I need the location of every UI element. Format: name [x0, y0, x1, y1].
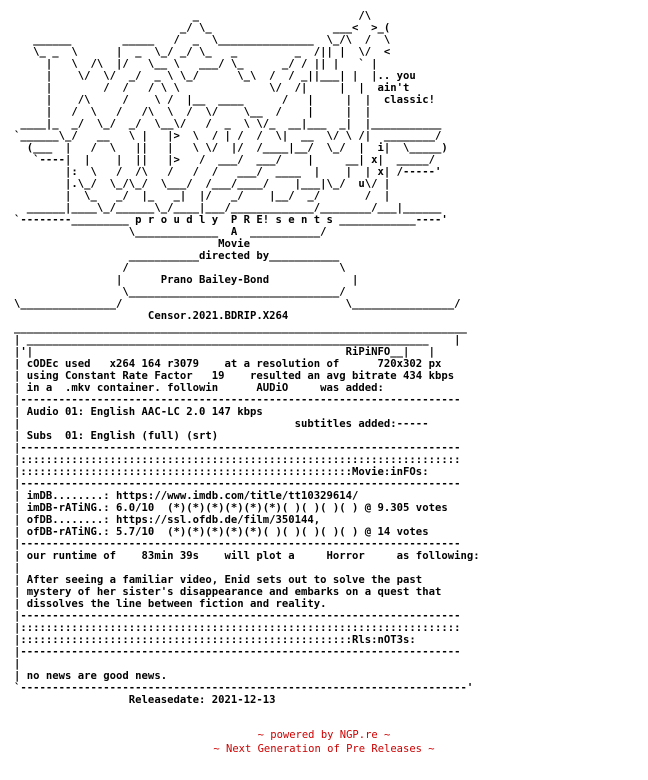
nfo-line: | ______________________________________…	[14, 334, 461, 346]
powered-by-line: ~ powered by NGP.re ~	[257, 729, 391, 741]
nfo-line: \_____________ A ___________/	[14, 226, 327, 238]
nfo-line: | / \ / /\ \ / \/ \__ / | | |	[14, 106, 372, 118]
nfo-line: ______ _____ / _ \_______________ \_/\ /…	[14, 34, 391, 46]
nfo-line: | ofDB-rATiNG.: 5.7/10 (*)(*)(*)(*)(*)( …	[14, 526, 429, 538]
nfo-line: | subtitles added:-----	[14, 418, 429, 430]
tagline-line: ~ Next Generation of Pre Releases ~	[213, 743, 435, 755]
nfo-line: | our runtime of 83min 39s will plot a H…	[14, 550, 480, 562]
nfo-line: `---------------------------------------…	[14, 682, 474, 694]
nfo-line: |:::::::::::::::::::::::::::::::::::::::…	[14, 466, 429, 478]
nfo-line: | / / / \ \ \/ /| | | ain't	[14, 82, 410, 94]
nfo-line: |	[14, 658, 21, 670]
nfo-line: | \/ \/ _/ _ \ \_/ \_\ / / _||___| | |..…	[14, 70, 416, 82]
nfo-line: | After seeing a familiar video, Enid se…	[14, 574, 423, 586]
nfo-line: | ofDB........: https://ssl.ofdb.de/film…	[14, 514, 321, 526]
nfo-line: |---------------------------------------…	[14, 538, 461, 550]
nfo-line: | cODEc used x264 164 r3079 at a resolut…	[14, 358, 442, 370]
nfo-line: `--------_________ p r o u d l y P R E! …	[14, 214, 448, 226]
nfo-line: | imDB-rATiNG.: 6.0/10 (*)(*)(*)(*)(*)(*…	[14, 502, 448, 514]
nfo-line: |'| RiPiNFO__| |	[14, 346, 435, 358]
nfo-line: Movie	[14, 238, 250, 250]
footer: ~ powered by NGP.re ~ ~ Next Generation …	[0, 728, 648, 756]
nfo-line: |.\_/ \_/\_/ \___/ /___/____/ |___|\_/ u…	[14, 178, 391, 190]
nfo-line: _/ \_ ___< >_(	[14, 22, 391, 34]
nfo-line: |---------------------------------------…	[14, 394, 461, 406]
nfo-line: | \ /\ |/ \__ \ ___/ \_ _/ / || | ` |	[14, 58, 378, 70]
nfo-line: | no news are good news.	[14, 670, 168, 682]
nfo-line: | Subs 01: English (full) (srt)	[14, 430, 219, 442]
nfo-line: |:::::::::::::::::::::::::::::::::::::::…	[14, 634, 416, 646]
nfo-line: |---------------------------------------…	[14, 478, 461, 490]
nfo-line: Censor.2021.BDRIP.X264	[14, 310, 289, 322]
nfo-line: | /\ / \ / |__ ____ / | | | classic!	[14, 94, 435, 106]
nfo-line: |---------------------------------------…	[14, 442, 461, 454]
nfo-line: ______|____\_/______\_/____|___/________…	[14, 202, 442, 214]
nfo-line: \_________________________________/	[14, 286, 346, 298]
nfo-line: | in a .mkv container. followin AUDiO wa…	[14, 382, 384, 394]
nfo-line: ___________directed by___________	[14, 250, 340, 262]
nfo-line: ____|_ _/ \_/ _/ \__\/ / _ \ \/_ __|___ …	[14, 118, 442, 130]
nfo-line: `----| | | || |> / ___/ ___/ | __| x| __…	[14, 154, 435, 166]
nfo-line: |---------------------------------------…	[14, 646, 461, 658]
nfo-line: |---------------------------------------…	[14, 610, 461, 622]
nfo-line: | \_ _/ |_ _| |/ _/ |__/ _/ / |	[14, 190, 391, 202]
nfo-line: | dissolves the line between fiction and…	[14, 598, 327, 610]
nfo-line: | imDB........: https://www.imdb.com/tit…	[14, 490, 359, 502]
nfo-line: (___ | / \ || | \ \/ |/ /____|__/ \_/ | …	[14, 142, 448, 154]
nfo-line: | Audio 01: English AAC-LC 2.0 147 kbps	[14, 406, 263, 418]
nfo-line: _ /\	[14, 10, 384, 22]
nfo-line: | mystery of her sister's disappearance …	[14, 586, 442, 598]
nfo-line: |:::::::::::::::::::::::::::::::::::::::…	[14, 622, 461, 634]
nfo-line: |	[14, 562, 21, 574]
nfo-line: Releasedate: 2021-12-13	[14, 694, 276, 706]
nfo-line: ________________________________________…	[14, 322, 467, 334]
nfo-line: |:::::::::::::::::::::::::::::::::::::::…	[14, 454, 461, 466]
nfo-line: \_ _ \ | _ \_/ _/ \_ _ _ /|| | \/ <	[14, 46, 391, 58]
nfo-line: | Prano Bailey-Bond |	[14, 274, 359, 286]
nfo-line: \_______________/ \________________/	[14, 298, 461, 310]
nfo-line: / \	[14, 262, 346, 274]
nfo-line: `______\_/ __ \ | |> \ / | / / \| __ \/ …	[14, 130, 442, 142]
nfo-line: | using Constant Rate Factor 19 resulted…	[14, 370, 455, 382]
nfo-line: |: \ / /\ / / / ___/ ____ | | | x| /----…	[14, 166, 442, 178]
nfo-ascii-text: _ /\ _/ \_ ___< >_( ______ _____ / _ \__…	[14, 10, 648, 706]
